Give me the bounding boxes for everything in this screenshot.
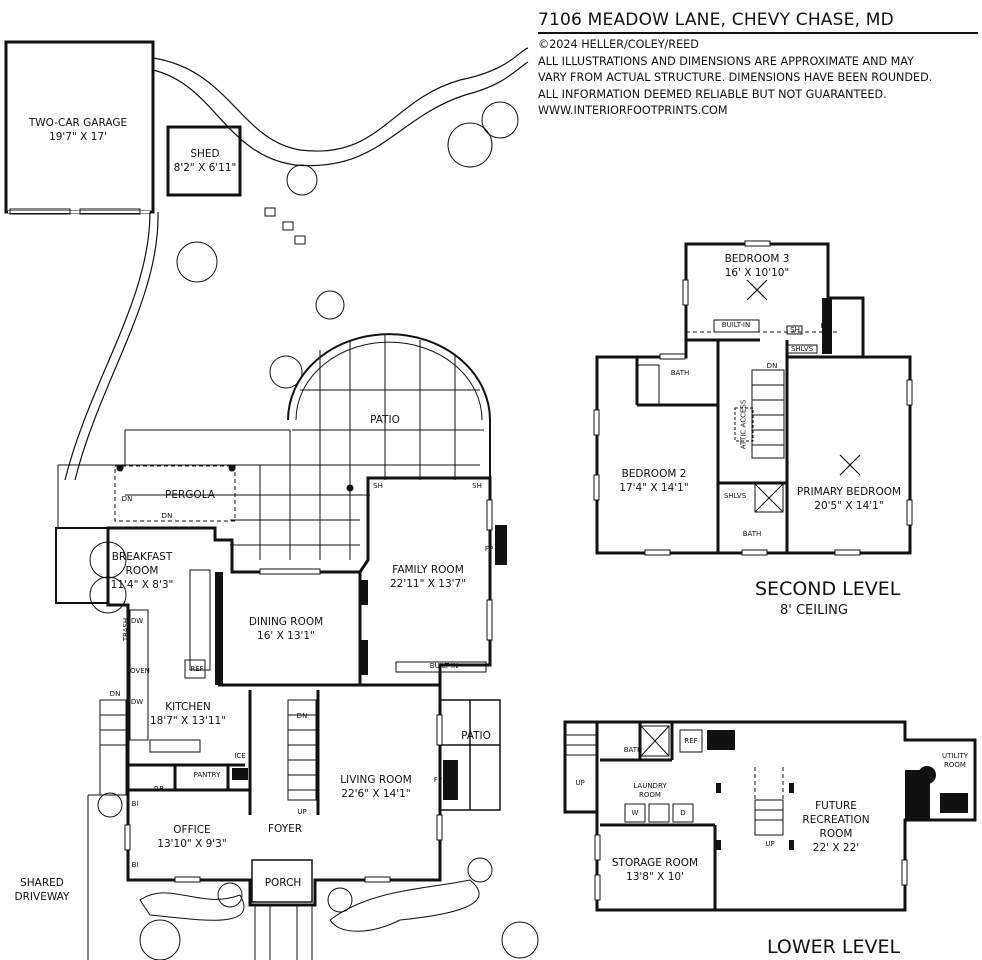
planter: [55, 527, 109, 604]
washer-label: W: [631, 809, 639, 817]
side-patio-label: PATIO: [461, 730, 491, 742]
second-stairs: [636, 319, 840, 513]
ceiling-height: 8' CEILING: [780, 603, 848, 618]
garage-door: [79, 208, 141, 215]
porch-outline: [251, 859, 313, 903]
bath-label: BATH: [623, 746, 643, 754]
copyright: ©2024 HELLER/COLEY/REED: [538, 38, 699, 51]
disclaimer-line: ALL INFORMATION DEEMED RELIABLE BUT NOT …: [538, 87, 887, 101]
shelves-label: SHLVS: [790, 345, 814, 353]
garage-door: [9, 208, 71, 215]
bath-label: BATH: [670, 369, 690, 377]
pergola-label: PERGOLA: [165, 489, 215, 501]
trash-label: TRASH: [122, 617, 131, 642]
fireplace-label: FP: [484, 545, 494, 553]
pantry-label: PANTRY: [193, 771, 221, 779]
powder-room-label: P.R.: [153, 785, 167, 793]
shelf-label: SH: [472, 482, 482, 490]
down-label: DN: [121, 495, 133, 503]
down-label: DN: [820, 322, 832, 330]
patio-wall: [287, 333, 491, 480]
walkway: [74, 211, 159, 481]
lower-level-walls: [563, 720, 977, 912]
dryer-label: D: [680, 809, 686, 817]
garden-path: [152, 61, 529, 167]
shelves-label: SHLVS: [723, 492, 747, 500]
shelf-label: SH: [373, 482, 383, 490]
kitchen-counters: [129, 569, 211, 753]
garden-path: [152, 47, 529, 152]
up-label: UP: [575, 779, 585, 787]
up-label: UP: [297, 808, 307, 816]
utility-tank: [918, 766, 936, 784]
family-fireplace: [495, 525, 507, 565]
living-fireplace: [443, 760, 458, 800]
bath-label: BATH: [742, 530, 762, 538]
garden-bed: [329, 879, 480, 932]
ref-label: REF: [684, 737, 698, 745]
columns: [716, 783, 794, 850]
windows: [124, 499, 493, 883]
dishwasher-label: DW: [130, 698, 144, 706]
attic-access-label: ATTIC ACCESS: [739, 399, 748, 450]
main-stairs: [99, 699, 317, 801]
shelf-label: SH: [790, 326, 800, 334]
utility-furnace: [940, 793, 968, 813]
lower-level-title: LOWER LEVEL: [767, 936, 901, 958]
disclaimer-line: ALL ILLUSTRATIONS AND DIMENSIONS ARE APP…: [538, 54, 914, 68]
down-label: DN: [296, 712, 308, 720]
ref-label: REF: [190, 665, 204, 673]
built-in-label: BUILT-IN: [429, 662, 459, 670]
garden-bed: [139, 892, 245, 921]
header-block: 7106 MEADOW LANE, CHEVY CHASE, MD ©2024 …: [538, 10, 978, 120]
dishwasher-label: DW: [130, 617, 144, 625]
foyer-label: FOYER: [267, 823, 303, 835]
built-in-label: BUILT-IN: [721, 321, 751, 329]
disclaimer-line: VARY FROM ACTUAL STRUCTURE. DIMENSIONS H…: [538, 71, 933, 84]
down-label: DN: [766, 362, 778, 370]
down-label: DN: [109, 690, 121, 698]
side-patio: [439, 699, 501, 811]
patio-pavers: [57, 335, 484, 560]
patio-label: PATIO: [370, 414, 400, 426]
built-in: [395, 661, 487, 673]
windows: [593, 240, 913, 556]
property-address: 7106 MEADOW LANE, CHEVY CHASE, MD: [538, 10, 978, 34]
lower-stairs: [565, 725, 784, 836]
windows: [594, 834, 908, 901]
website-link[interactable]: WWW.INTERIORFOOTPRINTS.COM: [538, 104, 728, 117]
second-level-title: SECOND LEVEL: [755, 578, 901, 600]
ceiling-fans: [746, 279, 861, 476]
built-in-label: BI: [131, 800, 139, 808]
ice-label: ICE: [234, 752, 246, 760]
fireplace-label: FP: [433, 776, 443, 784]
built-in-label: BI: [131, 861, 139, 869]
porch-label: PORCH: [264, 877, 302, 889]
stepping-stones: [264, 207, 306, 245]
pergola-outline: [114, 465, 236, 522]
second-level-walls: [595, 242, 912, 555]
down-label: DN: [161, 512, 173, 520]
walkway: [64, 211, 151, 481]
oven-label: OVEN: [130, 667, 150, 675]
up-label: UP: [765, 840, 775, 848]
